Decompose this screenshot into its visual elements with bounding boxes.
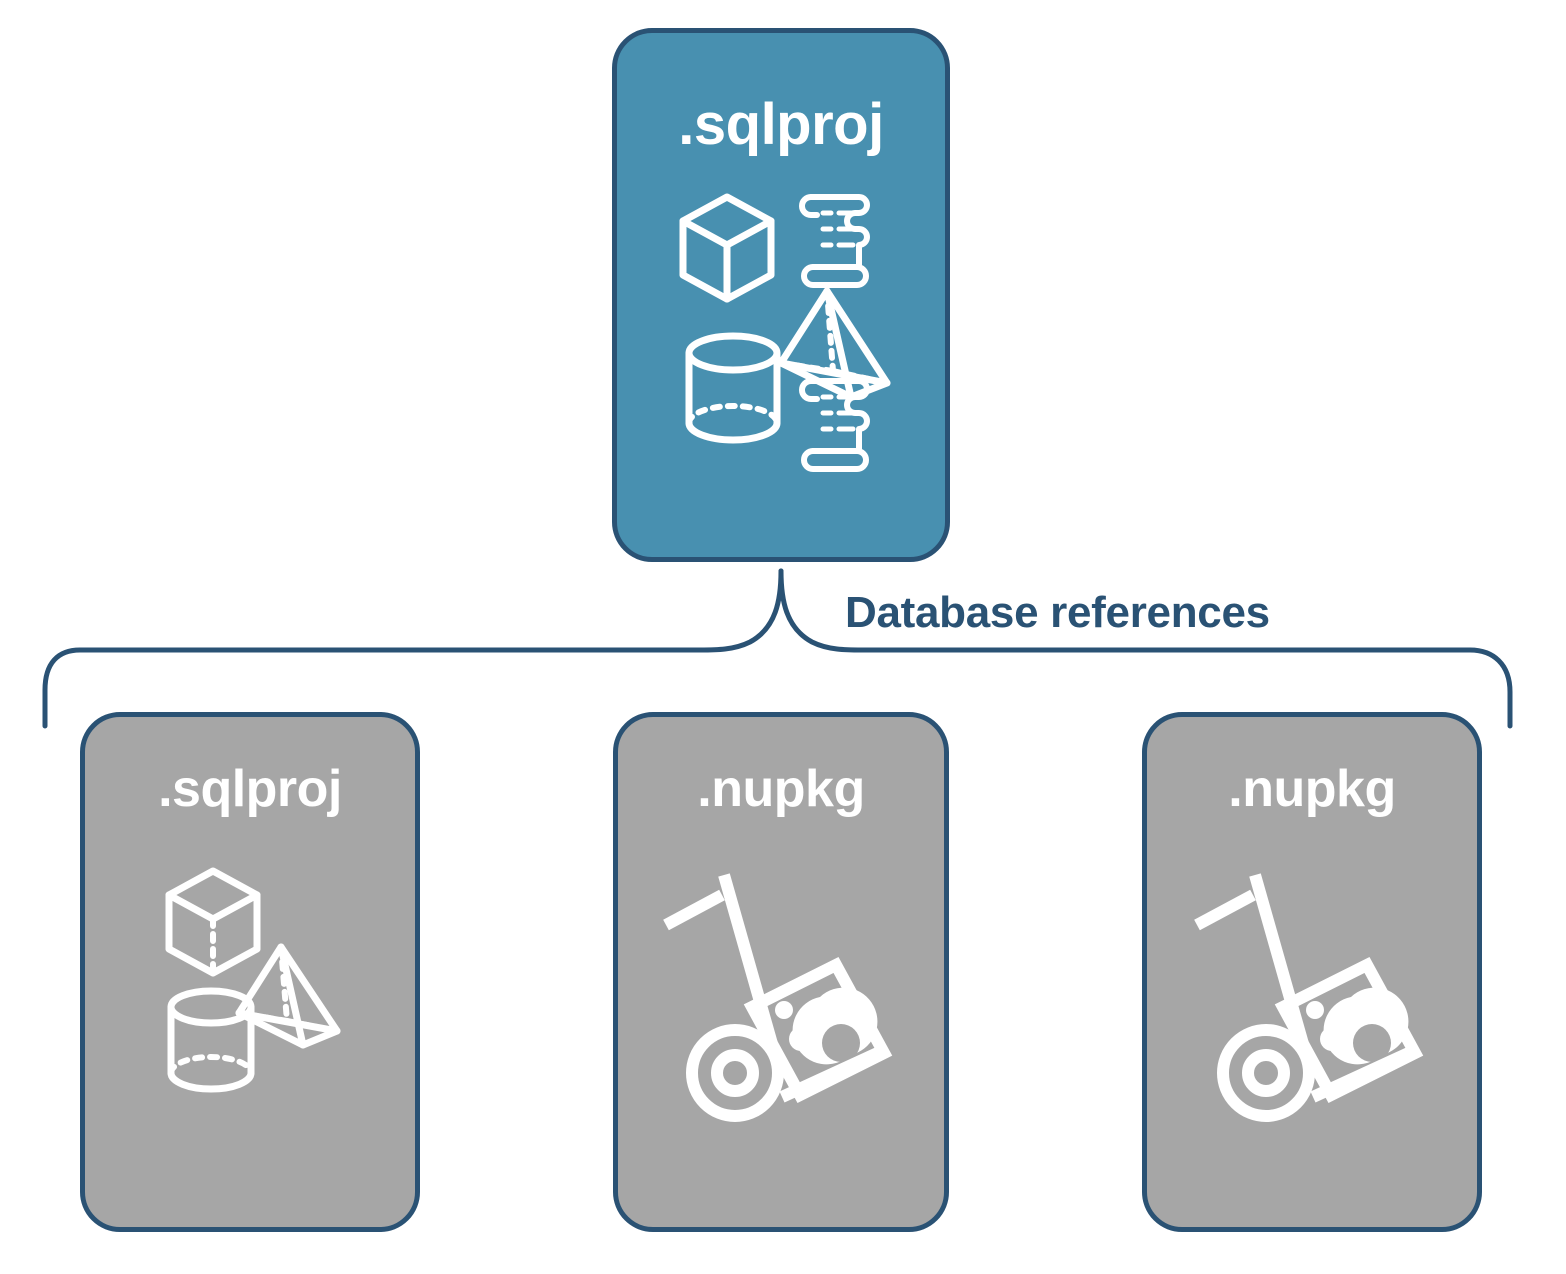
root-node-sqlproj[interactable]: .sqlproj xyxy=(612,28,950,562)
root-node-label: .sqlproj xyxy=(678,92,884,157)
scroll-icon xyxy=(799,378,870,472)
child-node-artwork xyxy=(618,847,944,1197)
child-node-nupkg-1[interactable]: .nupkg xyxy=(613,712,949,1232)
cube-icon xyxy=(165,867,261,977)
cylinder-icon xyxy=(685,332,781,444)
child-node-label: .sqlproj xyxy=(158,760,342,818)
brace-end-right xyxy=(1467,647,1513,729)
scroll-icon xyxy=(799,194,870,288)
brace-peak-left xyxy=(697,568,784,653)
child-node-sqlproj[interactable]: .sqlproj xyxy=(80,712,420,1232)
pyramid-icon xyxy=(235,943,341,1049)
hand-truck-package-icon xyxy=(663,873,893,1122)
root-node-artwork xyxy=(617,183,945,473)
child-node-nupkg-2[interactable]: .nupkg xyxy=(1142,712,1482,1232)
child-node-label: .nupkg xyxy=(697,760,865,818)
cylinder-icon xyxy=(167,987,255,1093)
child-node-label: .nupkg xyxy=(1228,760,1396,818)
connector-label: Database references xyxy=(845,588,1270,637)
cube-icon xyxy=(679,193,775,303)
hand-truck-package-icon xyxy=(1194,873,1424,1122)
child-node-artwork xyxy=(1147,847,1477,1197)
brace-end-left xyxy=(42,647,83,729)
child-node-artwork xyxy=(85,847,415,1197)
